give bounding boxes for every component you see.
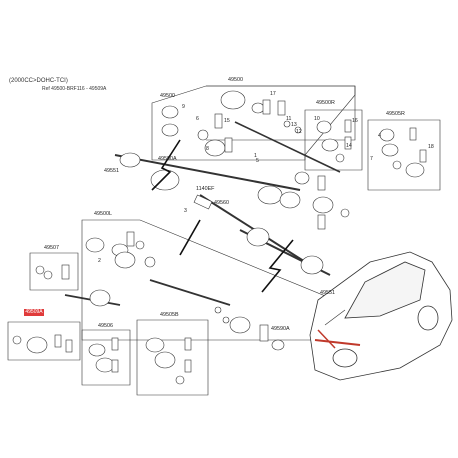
callout-9: 9 <box>182 104 185 110</box>
label-49505b: 49505B <box>160 312 179 318</box>
vehicle-illustration <box>309 251 453 381</box>
label-49500: 49500 <box>228 77 243 83</box>
group-box-49506 <box>81 329 131 386</box>
group-box-upper-right <box>206 85 356 141</box>
highlighted-part-49509a[interactable]: 49509A <box>24 309 44 316</box>
callout-16: 16 <box>352 118 358 124</box>
label-49590a-bottom: 49590A <box>271 326 290 332</box>
callout-5: 5 <box>256 158 259 164</box>
callout-14: 14 <box>346 143 352 149</box>
callout-17: 17 <box>270 91 276 97</box>
callout-15: 15 <box>224 118 230 124</box>
diagram-header-line2: Ref 49500-BRF116 - 49509A <box>42 86 107 92</box>
label-49590a-top: 49590A <box>158 156 177 162</box>
label-49500-box: 49500 <box>160 93 175 99</box>
label-1140ef: 1140EF <box>196 186 215 192</box>
callout-4: 4 <box>378 133 381 139</box>
callout-7: 7 <box>370 156 373 162</box>
callout-2: 2 <box>98 258 101 264</box>
group-box-49505r <box>367 119 441 191</box>
label-49500r: 49500R <box>316 100 335 106</box>
callout-12: 12 <box>296 129 302 135</box>
label-49551-top: 49551 <box>104 168 119 174</box>
diagram-header-line1: (2000CC>DOHC-TCI) <box>9 78 68 84</box>
label-49500l: 49500L <box>94 211 112 217</box>
label-49506: 49506 <box>98 323 113 329</box>
cv-joint-outer-top <box>279 191 301 209</box>
label-49507: 49507 <box>44 245 59 251</box>
label-49505r: 49505R <box>386 111 405 117</box>
label-49560: 49560 <box>214 200 229 206</box>
callout-8: 8 <box>206 146 209 152</box>
group-box-49500r <box>304 109 363 171</box>
cv-joint-inner-top <box>119 152 141 168</box>
group-box-49509a <box>7 321 81 361</box>
group-box-49500l <box>81 219 336 341</box>
group-box-49505b <box>136 319 209 396</box>
callout-13: 13 <box>291 122 297 128</box>
callout-6: 6 <box>196 116 199 122</box>
callout-10: 10 <box>314 116 320 122</box>
label-49551-bottom: 49551 <box>320 290 335 296</box>
callout-3: 3 <box>184 208 187 214</box>
part-code-labels: 49500 49500 49500R 49505R 49551 1140EF 4… <box>44 77 405 332</box>
group-box-49507 <box>29 252 79 291</box>
callout-1: 1 <box>254 153 257 159</box>
callout-numbers: 1 5 9 6 15 8 17 11 13 12 10 16 14 4 7 18… <box>98 91 434 264</box>
boot-top-right <box>257 185 283 205</box>
callout-11: 11 <box>286 116 291 122</box>
callout-18: 18 <box>428 144 434 150</box>
